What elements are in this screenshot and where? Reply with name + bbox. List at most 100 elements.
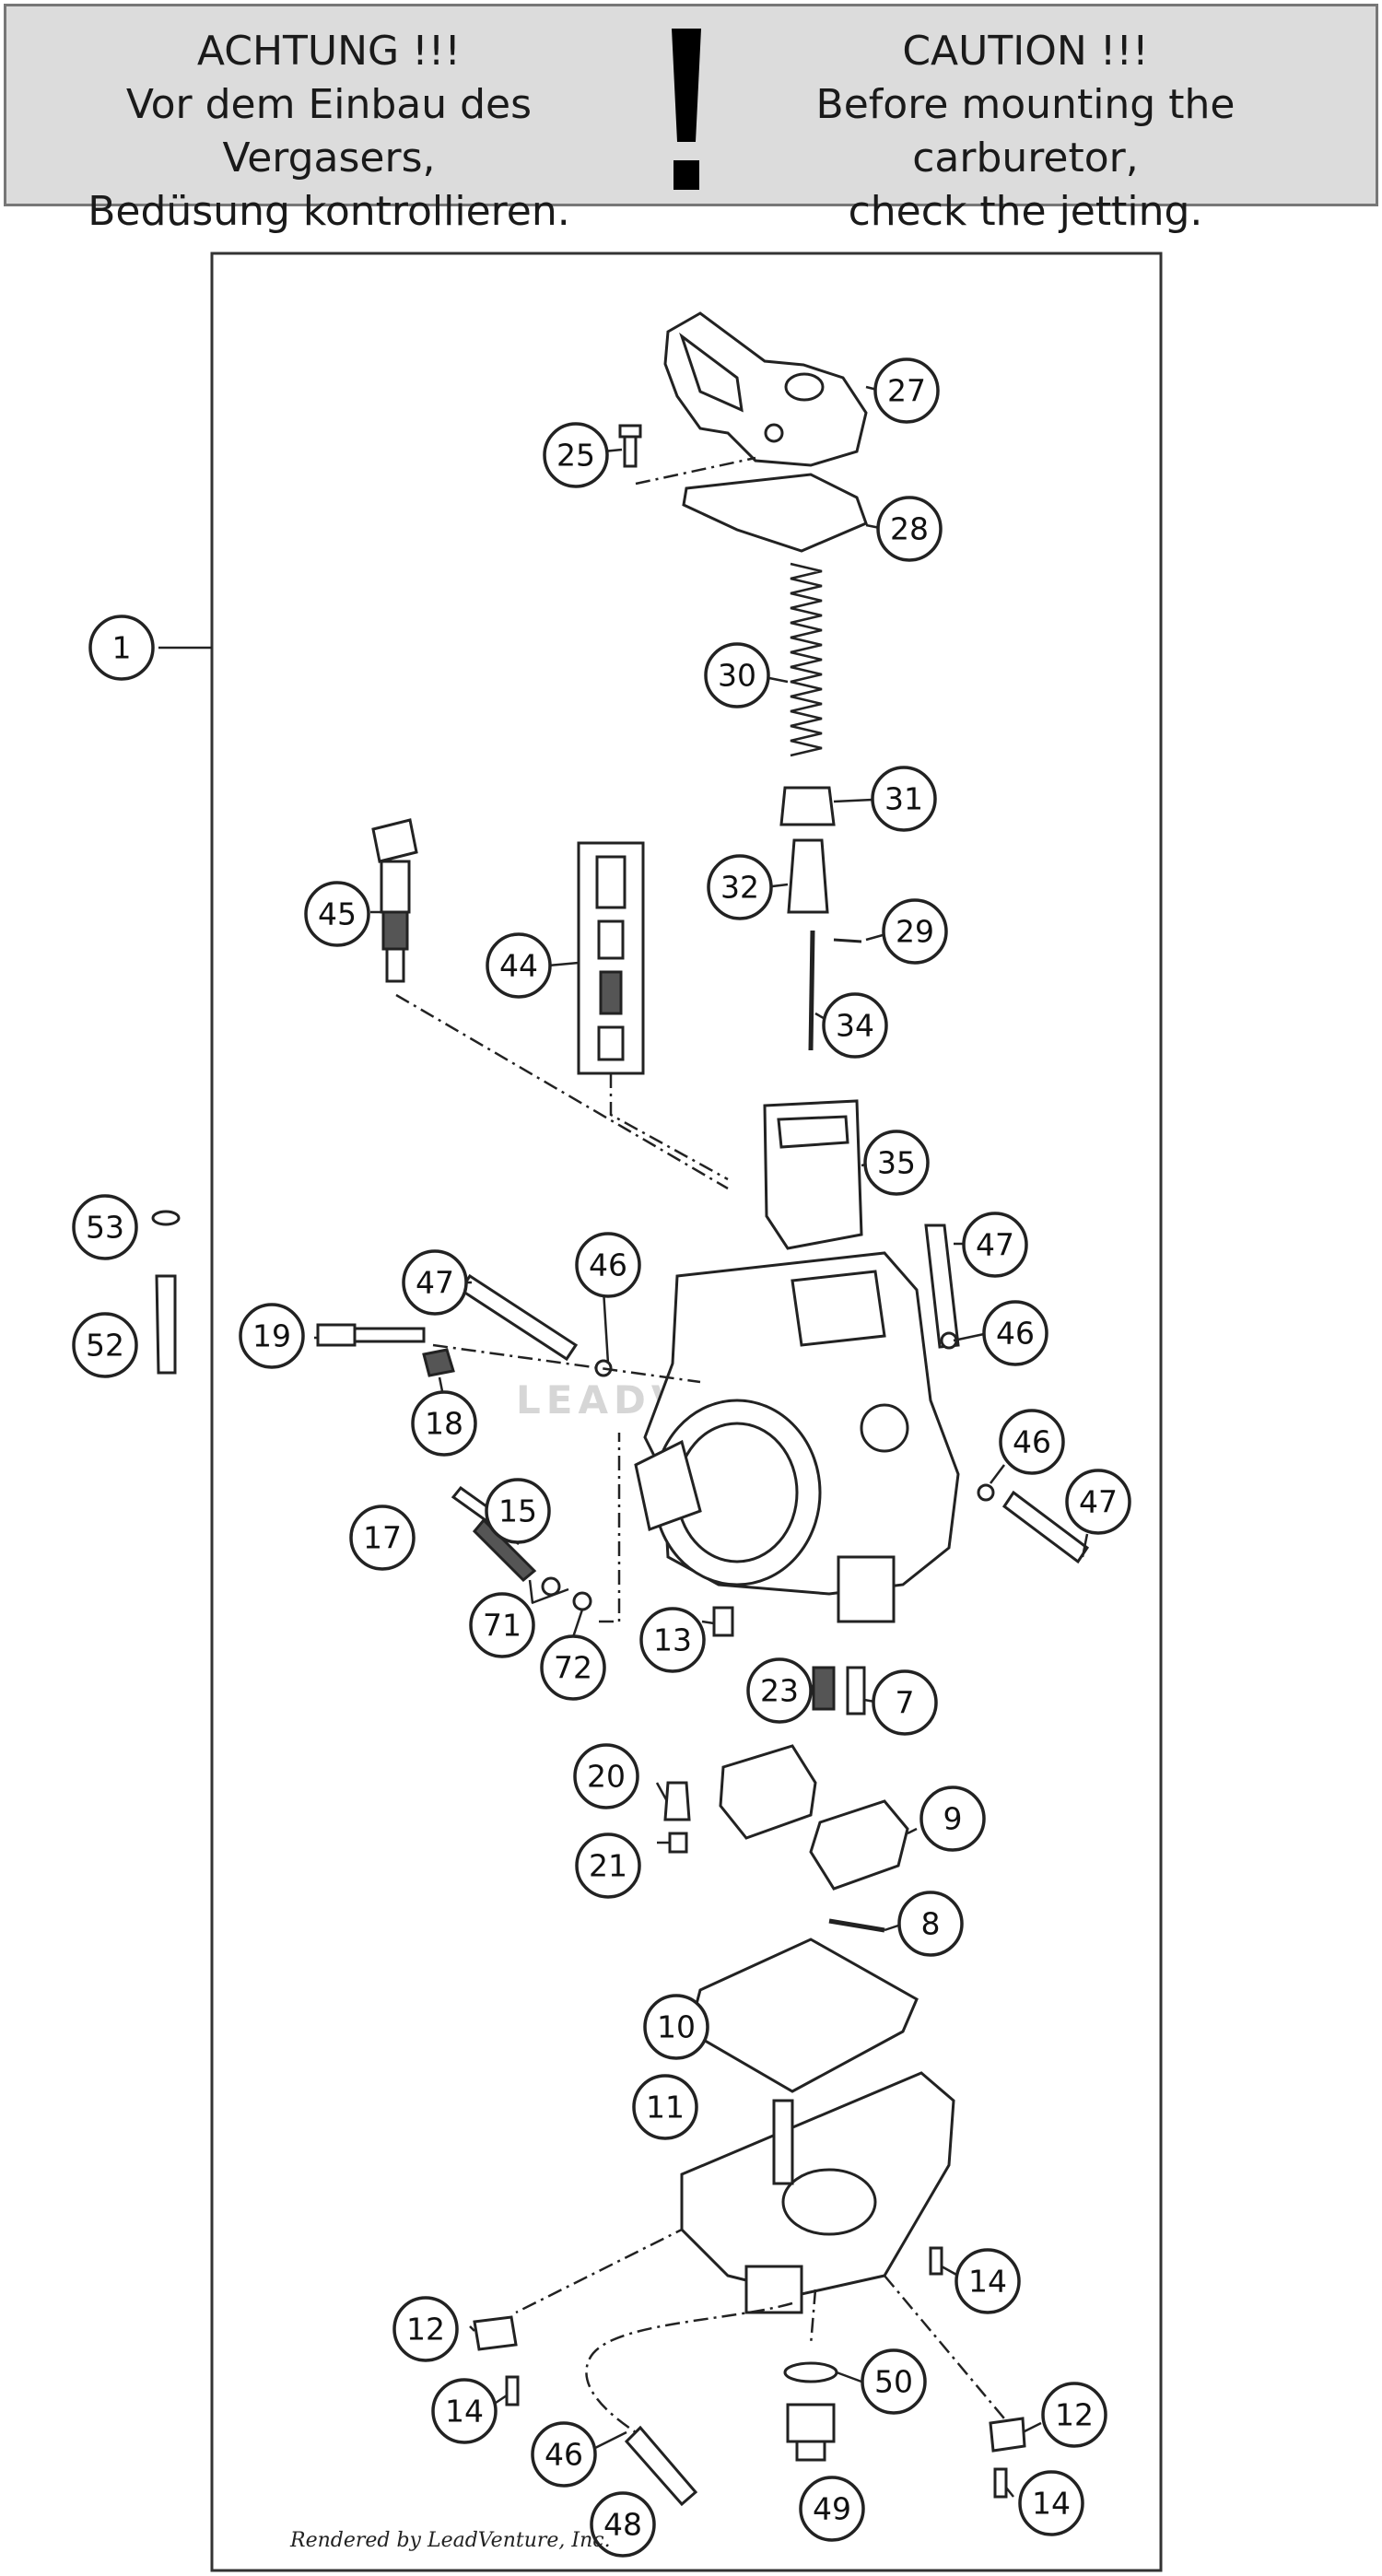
callout-11: 11 [632, 2074, 698, 2140]
callout-12-left: 12 [392, 2296, 459, 2362]
svg-text:28: 28 [890, 511, 929, 547]
callout-17: 17 [349, 1505, 416, 1571]
svg-text:32: 32 [720, 870, 759, 906]
callout-12-right: 12 [1041, 2382, 1107, 2448]
callout-28: 28 [876, 496, 943, 562]
callout-49: 49 [799, 2476, 865, 2542]
needle-holder-part [787, 838, 829, 914]
bracket-dash-line-right [884, 2275, 1005, 2419]
callout-19: 19 [239, 1303, 305, 1369]
callout-8: 8 [897, 1891, 964, 1957]
callout-13: 13 [639, 1607, 706, 1673]
callout-46-left: 46 [575, 1232, 641, 1298]
svg-text:12: 12 [406, 2312, 445, 2348]
caution-banner: ACHTUNG !!! Vor dem Einbau des Vergasers… [4, 4, 1378, 235]
float-bowl-part [680, 2071, 955, 2314]
bracket-part-left [473, 2315, 518, 2351]
german-warning-line-1: Vor dem Einbau des Vergasers, [125, 81, 533, 181]
svg-text:34: 34 [836, 1008, 874, 1044]
adjuster-spring-part [472, 1517, 537, 1583]
bracket-screw-part-right [993, 2467, 1008, 2499]
callout-45: 45 [304, 881, 370, 947]
drain-dash-line [809, 2289, 817, 2346]
drain-hose-part [624, 2425, 698, 2507]
callout-44: 44 [486, 932, 552, 999]
cover-screw-part [618, 424, 756, 486]
svg-text:46: 46 [996, 1316, 1035, 1352]
vent-tube-part-left [458, 1273, 579, 1362]
jet-needle-part [808, 930, 815, 1051]
english-warning-line-2: check the jetting. [848, 188, 1203, 235]
english-warning-line-1: Before mounting the carburetor, [815, 81, 1236, 181]
svg-text:46: 46 [545, 2437, 583, 2473]
german-warning-title: ACHTUNG !!! [196, 28, 462, 75]
callout-20: 20 [573, 1743, 639, 1809]
svg-text:23: 23 [760, 1673, 799, 1709]
callout-25: 25 [543, 422, 609, 488]
vent-tube-part-right [1001, 1490, 1090, 1564]
bowl-gasket-part [687, 1938, 919, 2093]
callout-31: 31 [871, 766, 937, 832]
callout-15: 15 [485, 1478, 551, 1544]
side-fitting-part [155, 1274, 177, 1375]
callout-14-bowl: 14 [955, 2248, 1021, 2314]
hose-dash-line [585, 2301, 793, 2434]
svg-text:9: 9 [943, 1801, 963, 1837]
callout-71: 71 [469, 1592, 535, 1658]
svg-text:47: 47 [416, 1265, 454, 1301]
callout-9: 9 [919, 1786, 986, 1852]
adjuster-oring-part-a [541, 1576, 561, 1597]
svg-text:7: 7 [896, 1685, 915, 1721]
callout-46-right: 46 [999, 1409, 1065, 1475]
callout-32: 32 [707, 854, 773, 920]
callout-52: 52 [72, 1312, 138, 1378]
spring-seat-part [779, 786, 836, 826]
callout-46-bottom: 46 [531, 2421, 597, 2488]
side-oring-part [151, 1210, 181, 1226]
callout-48: 48 [590, 2491, 656, 2558]
callout-34: 34 [822, 992, 888, 1059]
callout-18: 18 [411, 1390, 477, 1457]
svg-text:53: 53 [86, 1210, 124, 1246]
svg-text:19: 19 [252, 1318, 291, 1354]
needle-clip-small-part [668, 1832, 688, 1854]
callout-47-upper: 47 [962, 1212, 1028, 1278]
float-pin-part [828, 1918, 885, 1933]
svg-text:50: 50 [874, 2364, 913, 2400]
svg-text:45: 45 [318, 896, 357, 932]
drain-oring-part [783, 2361, 838, 2383]
svg-text:14: 14 [1032, 2486, 1071, 2522]
svg-text:72: 72 [554, 1650, 592, 1686]
svg-text:11: 11 [646, 2090, 685, 2125]
pilot-jet-part [846, 1666, 866, 1715]
callout-10: 10 [643, 1994, 709, 2060]
needle-clip-part [833, 938, 862, 943]
callout-14-left: 14 [431, 2378, 498, 2444]
svg-text:10: 10 [657, 2009, 696, 2045]
svg-text:52: 52 [86, 1328, 124, 1364]
svg-text:25: 25 [556, 438, 595, 474]
svg-text:15: 15 [498, 1493, 537, 1529]
svg-text:1: 1 [112, 630, 132, 666]
callout-72: 72 [540, 1634, 606, 1701]
svg-text:14: 14 [445, 2394, 484, 2430]
jet-kit-part [577, 841, 729, 1181]
callout-53: 53 [72, 1194, 138, 1260]
callout-7: 7 [872, 1669, 938, 1736]
german-warning: ACHTUNG !!! Vor dem Einbau des Vergasers… [34, 25, 624, 239]
svg-text:71: 71 [483, 1608, 521, 1644]
callout-35: 35 [863, 1130, 930, 1196]
svg-text:30: 30 [718, 658, 756, 694]
svg-text:31: 31 [884, 781, 923, 817]
svg-text:21: 21 [589, 1848, 627, 1884]
assembly-frame [210, 252, 1163, 2572]
bracket-screw-part-left [505, 2375, 520, 2406]
svg-text:47: 47 [976, 1227, 1014, 1263]
svg-text:20: 20 [587, 1759, 626, 1795]
throttle-slide-part [763, 1099, 863, 1250]
bracket-dash-line-left [515, 2193, 684, 2314]
svg-text:46: 46 [1013, 1424, 1051, 1460]
idle-screw-part [316, 1323, 701, 1384]
svg-text:35: 35 [877, 1145, 916, 1181]
